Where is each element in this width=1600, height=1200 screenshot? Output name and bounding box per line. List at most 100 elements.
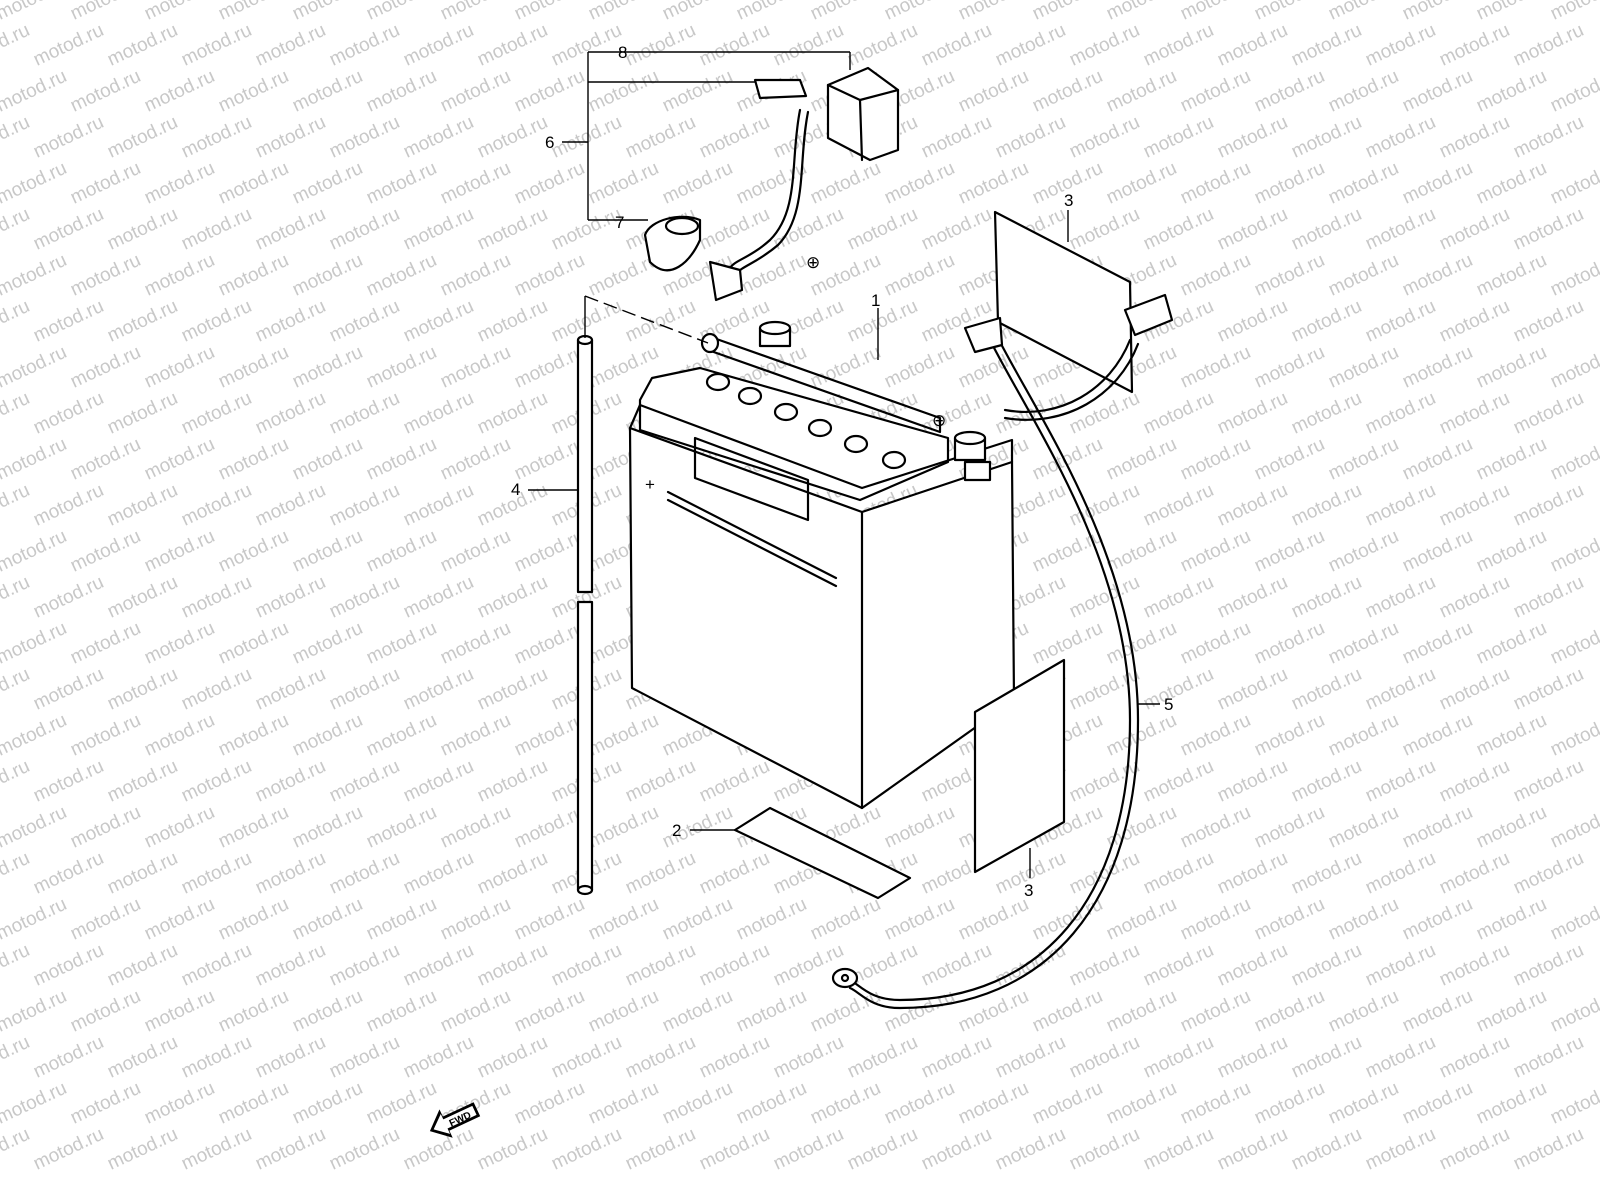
watermark-text: motod.ru bbox=[585, 986, 662, 1037]
watermark-text: motod.ru bbox=[141, 0, 218, 25]
watermark-text: motod.ru bbox=[1140, 572, 1217, 623]
watermark-text: motod.ru bbox=[178, 756, 255, 807]
watermark-text: motod.ru bbox=[104, 848, 181, 899]
watermark-text: motod.ru bbox=[67, 158, 144, 209]
watermark-text: motod.ru bbox=[1325, 1078, 1402, 1129]
watermark-text: motod.ru bbox=[1103, 158, 1180, 209]
watermark-text: motod.ru bbox=[326, 204, 403, 255]
watermark-text: motod.ru bbox=[511, 158, 588, 209]
watermark-text: motod.ru bbox=[0, 572, 33, 623]
watermark-text: motod.ru bbox=[1399, 250, 1476, 301]
watermark-text: motod.ru bbox=[1214, 664, 1291, 715]
watermark-text: motod.ru bbox=[67, 986, 144, 1037]
watermark-text: motod.ru bbox=[326, 296, 403, 347]
watermark-text: motod.ru bbox=[844, 296, 921, 347]
watermark-text: motod.ru bbox=[289, 0, 366, 25]
watermark-text: motod.ru bbox=[215, 710, 292, 761]
watermark-text: motod.ru bbox=[437, 158, 514, 209]
watermark-text: motod.ru bbox=[992, 20, 1069, 71]
watermark-text: motod.ru bbox=[141, 158, 218, 209]
watermark-text: motod.ru bbox=[1251, 986, 1328, 1037]
watermark-text: motod.ru bbox=[0, 802, 70, 853]
watermark-text: motod.ru bbox=[400, 112, 477, 163]
leader-lines bbox=[528, 51, 1160, 878]
watermark-text: motod.ru bbox=[659, 894, 736, 945]
watermark-text: motod.ru bbox=[733, 0, 810, 25]
watermark-text: motod.ru bbox=[1510, 756, 1587, 807]
watermark-text: motod.ru bbox=[1029, 894, 1106, 945]
watermark-text: motod.ru bbox=[363, 158, 440, 209]
callout-4: 4 bbox=[511, 480, 520, 499]
watermark-text: motod.ru bbox=[0, 434, 70, 485]
watermark-text: motod.ru bbox=[252, 388, 329, 439]
watermark-text: motod.ru bbox=[733, 986, 810, 1037]
watermark-text: motod.ru bbox=[1325, 710, 1402, 761]
watermark-text: motod.ru bbox=[1362, 1032, 1439, 1083]
watermark-text: motod.ru bbox=[918, 112, 995, 163]
watermark-text: motod.ru bbox=[511, 250, 588, 301]
watermark-text: motod.ru bbox=[1288, 20, 1365, 71]
watermark-text: motod.ru bbox=[400, 480, 477, 531]
watermark-text: motod.ru bbox=[1362, 1124, 1439, 1175]
watermark-text: motod.ru bbox=[215, 342, 292, 393]
watermark-text: motod.ru bbox=[1214, 388, 1291, 439]
watermark-text: motod.ru bbox=[1473, 1078, 1550, 1129]
watermark-text: motod.ru bbox=[585, 158, 662, 209]
watermark-text: motod.ru bbox=[437, 526, 514, 577]
watermark-text: motod.ru bbox=[622, 20, 699, 71]
watermark-text: motod.ru bbox=[326, 1032, 403, 1083]
callout-5: 5 bbox=[1164, 695, 1173, 714]
watermark-text: motod.ru bbox=[1029, 1078, 1106, 1129]
watermark-text: motod.ru bbox=[659, 802, 736, 853]
watermark-text: motod.ru bbox=[400, 388, 477, 439]
watermark-text: motod.ru bbox=[474, 20, 551, 71]
watermark-text: motod.ru bbox=[141, 894, 218, 945]
watermark-text: motod.ru bbox=[770, 1124, 847, 1175]
watermark-text: motod.ru bbox=[437, 66, 514, 117]
watermark-text: motod.ru bbox=[1288, 940, 1365, 991]
watermark-text: motod.ru bbox=[67, 802, 144, 853]
watermark-text: motod.ru bbox=[1288, 204, 1365, 255]
watermark-text: motod.ru bbox=[1473, 0, 1550, 25]
watermark-text: motod.ru bbox=[1547, 434, 1600, 485]
watermark-text: motod.ru bbox=[1362, 664, 1439, 715]
watermark-text: motod.ru bbox=[289, 250, 366, 301]
watermark-text: motod.ru bbox=[104, 20, 181, 71]
watermark-text: motod.ru bbox=[215, 1078, 292, 1129]
watermark-text: motod.ru bbox=[67, 1078, 144, 1129]
watermark-text: motod.ru bbox=[1547, 342, 1600, 393]
watermark-text: motod.ru bbox=[1547, 802, 1600, 853]
callout-3-upper: 3 bbox=[1064, 191, 1073, 210]
watermark-text: motod.ru bbox=[585, 802, 662, 853]
watermark-text: motod.ru bbox=[141, 250, 218, 301]
watermark-text: motod.ru bbox=[0, 0, 70, 25]
watermark-text: motod.ru bbox=[955, 986, 1032, 1037]
watermark-text: motod.ru bbox=[1103, 66, 1180, 117]
watermark-text: motod.ru bbox=[1177, 342, 1254, 393]
watermark-text: motod.ru bbox=[0, 1124, 33, 1175]
watermark-text: motod.ru bbox=[400, 1032, 477, 1083]
watermark-text: motod.ru bbox=[992, 112, 1069, 163]
watermark-text: motod.ru bbox=[178, 572, 255, 623]
watermark-text: motod.ru bbox=[1547, 0, 1600, 25]
watermark-text: motod.ru bbox=[1510, 572, 1587, 623]
watermark-text: motod.ru bbox=[178, 20, 255, 71]
watermark-text: motod.ru bbox=[1399, 158, 1476, 209]
watermark-text: motod.ru bbox=[659, 158, 736, 209]
watermark-text: motod.ru bbox=[844, 204, 921, 255]
watermark-text: motod.ru bbox=[511, 1078, 588, 1129]
watermark-text: motod.ru bbox=[30, 20, 107, 71]
watermark-text: motod.ru bbox=[474, 296, 551, 347]
watermark-text: motod.ru bbox=[1103, 802, 1180, 853]
watermark-text: motod.ru bbox=[289, 66, 366, 117]
watermark-text: motod.ru bbox=[67, 710, 144, 761]
watermark-text: motod.ru bbox=[733, 1078, 810, 1129]
watermark-text: motod.ru bbox=[1177, 526, 1254, 577]
terminal-cap-small bbox=[643, 215, 702, 272]
watermark-text: motod.ru bbox=[141, 618, 218, 669]
watermark-text: motod.ru bbox=[1510, 296, 1587, 347]
watermark-text: motod.ru bbox=[659, 1078, 736, 1129]
watermark-text: motod.ru bbox=[1325, 0, 1402, 25]
watermark-text: motod.ru bbox=[1473, 526, 1550, 577]
watermark-text: motod.ru bbox=[67, 0, 144, 25]
